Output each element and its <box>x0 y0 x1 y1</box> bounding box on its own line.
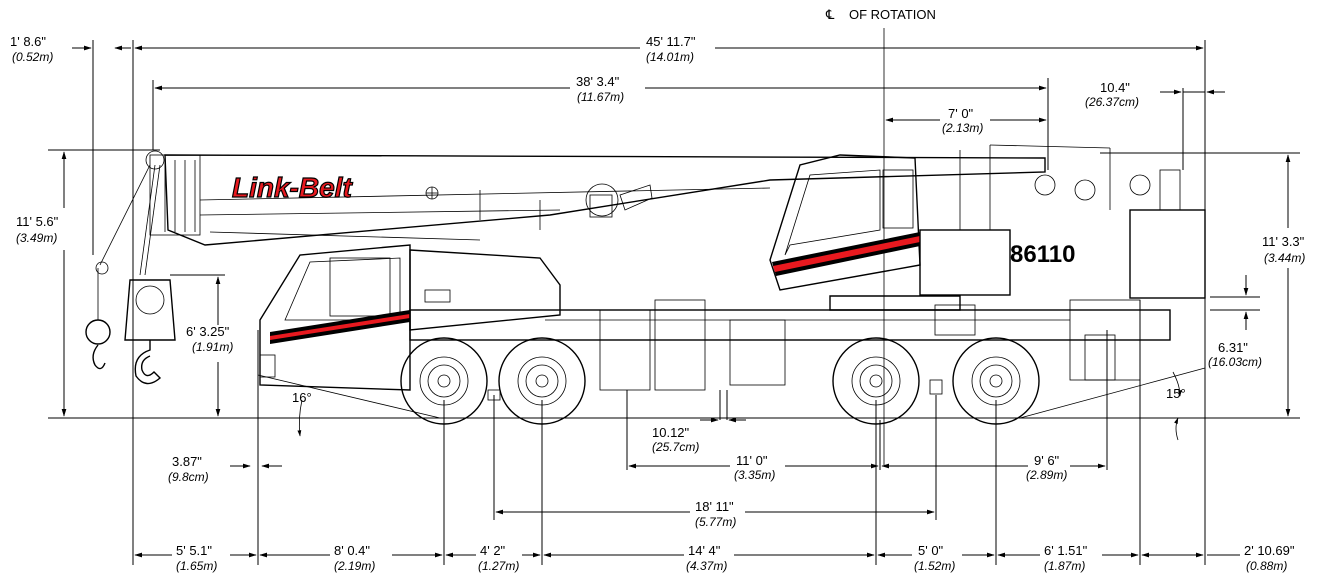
bottom-dim-3-imp: 4' 2" <box>480 543 506 558</box>
outrigger-span-rear-imp: 9' 6" <box>1034 453 1060 468</box>
outrigger-span-rear-met: (2.89m) <box>1026 468 1067 482</box>
rotation-to-rear-met: (2.13m) <box>942 121 983 135</box>
extension-lines <box>92 40 1206 565</box>
cab-stripe <box>270 314 410 340</box>
axle-offset-imp: 10.12" <box>652 425 690 440</box>
cab-height-met: (1.91m) <box>192 340 233 354</box>
axle-offset-met: (25.7cm) <box>652 440 699 454</box>
rear-small-imp: 10.4" <box>1100 80 1130 95</box>
dim-overall-length: 45' 11.7" (14.01m) <box>134 34 1204 64</box>
bottom-dimension-row: 5' 5.1" (1.65m) 8' 0.4" (2.19m) 4' 2" (1… <box>134 540 1320 580</box>
bottom-dim-1-met: (1.65m) <box>176 559 217 573</box>
upper-cab: 86110 <box>769 144 1206 311</box>
outrigger-spread-met: (5.77m) <box>695 515 736 529</box>
overall-height-met: (3.49m) <box>16 231 57 245</box>
bottom-dim-6-met: (1.87m) <box>1044 559 1085 573</box>
bottom-dim-7-imp: 2' 10.69" <box>1244 543 1295 558</box>
rear-height-imp: 11' 3.3" <box>1262 234 1305 249</box>
dim-front-small: 3.87" (9.8cm) <box>168 454 282 484</box>
front-small-imp: 3.87" <box>172 454 202 469</box>
rear-small-met: (26.37cm) <box>1085 95 1139 109</box>
tail-overhang-met: (0.52m) <box>12 50 53 64</box>
outrigger-feet <box>487 334 1116 401</box>
dim-axle-offset: 10.12" (25.7cm) <box>652 417 746 454</box>
rotation-to-rear-imp: 7' 0" <box>948 106 974 121</box>
bottom-dim-4-imp: 14' 4" <box>688 543 721 558</box>
dim-rear-height: 11' 3.3" (3.44m) <box>1262 154 1305 417</box>
boom: Link-Belt <box>145 150 1046 246</box>
dim-tail-overhang: 1' 8.6" (0.52m) <box>10 34 131 64</box>
overall-height-imp: 11' 5.6" <box>16 214 59 229</box>
boom-length-imp: 38' 3.4" <box>576 74 620 89</box>
wheel-3 <box>832 337 920 425</box>
dim-cab-height: 6' 3.25" (1.91m) <box>186 276 233 417</box>
front-small-met: (9.8cm) <box>168 470 209 484</box>
dim-rotation-to-rear: 7' 0" (2.13m) <box>885 106 1047 135</box>
bottom-dim-3-met: (1.27m) <box>478 559 519 573</box>
wheel-4 <box>952 337 1040 425</box>
approach-angle-label: 16° <box>292 390 312 405</box>
wheel-1 <box>400 337 488 425</box>
ground-clearance-met: (16.03cm) <box>1208 355 1262 369</box>
carrier-deck <box>409 249 1171 391</box>
crane-illustration: Link-Belt <box>85 144 1206 425</box>
bottom-dim-2-met: (2.19m) <box>334 559 375 573</box>
centerline-label: OF ROTATION <box>849 7 936 22</box>
boom-length-met: (11.67m) <box>577 90 624 104</box>
overall-length-imp: 45' 11.7" <box>646 34 696 49</box>
upper-cab-stripe <box>773 236 920 272</box>
dim-ground-clearance: 6.31" (16.03cm) <box>1208 275 1262 369</box>
bottom-dim-6-imp: 6' 1.51" <box>1044 543 1088 558</box>
departure-angle: 15° <box>1019 367 1206 441</box>
ground-clearance-imp: 6.31" <box>1218 340 1248 355</box>
bottom-dim-4-met: (4.37m) <box>686 559 727 573</box>
cab-height-imp: 6' 3.25" <box>186 324 230 339</box>
tail-overhang-imp: 1' 8.6" <box>10 34 46 49</box>
bottom-dim-5-imp: 5' 0" <box>918 543 944 558</box>
outrigger-spread-imp: 18' 11" <box>695 499 734 514</box>
wheel-2 <box>498 337 586 425</box>
overall-length-met: (14.01m) <box>646 50 694 64</box>
model-badge: 86110 <box>1010 241 1075 268</box>
carrier-cab <box>259 244 411 391</box>
approach-angle: 16° <box>257 374 441 437</box>
dim-boom-length: 38' 3.4" (11.67m) <box>154 74 1047 104</box>
dim-rear-small: 10.4" (26.37cm) <box>1085 80 1225 109</box>
bottom-dim-7-met: (0.88m) <box>1246 559 1287 573</box>
horizontal-extension-lines <box>48 149 1300 419</box>
centerline-symbol: ℄ <box>825 7 835 22</box>
dim-outrigger-span-rear: 9' 6" (2.89m) <box>881 453 1106 482</box>
brand-logo: Link-Belt <box>232 172 353 203</box>
outrigger-span-front-imp: 11' 0" <box>736 453 768 468</box>
bottom-dim-5-met: (1.52m) <box>914 559 955 573</box>
bottom-dim-1-imp: 5' 5.1" <box>176 543 212 558</box>
rear-height-met: (3.44m) <box>1264 251 1305 265</box>
outrigger-span-front-met: (3.35m) <box>734 468 775 482</box>
bottom-dim-2-imp: 8' 0.4" <box>334 543 370 558</box>
departure-angle-label: 15° <box>1166 386 1186 401</box>
hook-block <box>85 164 176 385</box>
dim-overall-height: 11' 5.6" (3.49m) <box>16 151 67 417</box>
dim-outrigger-spread: 18' 11" (5.77m) <box>495 499 935 529</box>
wheels <box>400 337 1040 425</box>
dim-outrigger-span-front: 11' 0" (3.35m) <box>628 453 879 482</box>
